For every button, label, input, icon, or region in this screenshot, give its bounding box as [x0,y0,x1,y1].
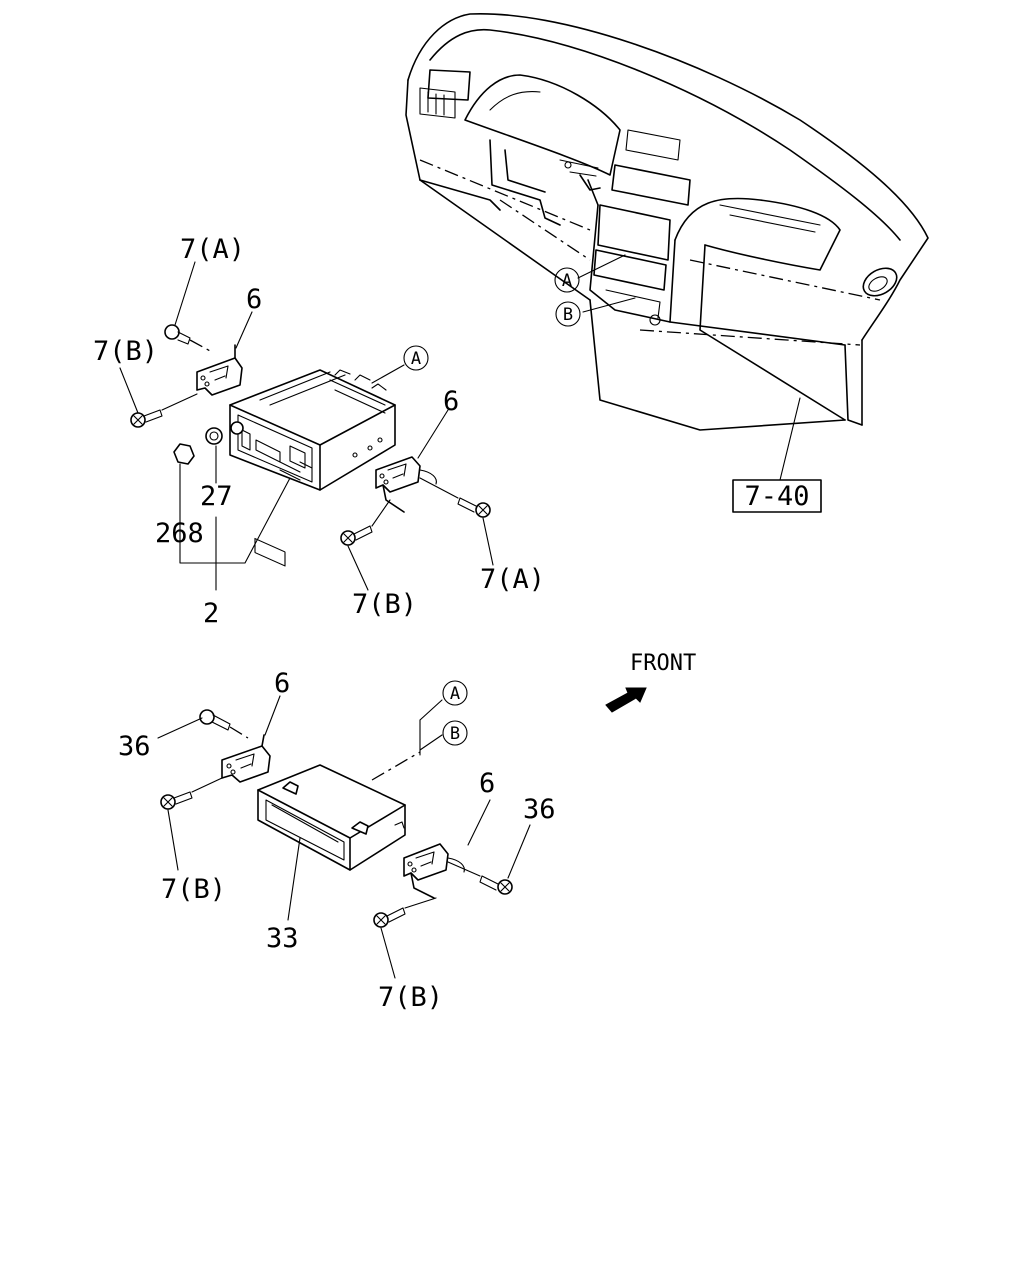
label-2: 2 [203,598,219,629]
label-6-top-right: 6 [443,386,459,417]
callout-A-dashboard: A [562,271,572,291]
screw-7A-top-left [164,324,213,353]
bracket-6-bottom-left [221,734,271,783]
screw-7B-top-bottom [340,499,391,546]
knob-268 [173,443,195,465]
screw-7B-bottom-right [373,897,437,928]
callout-A-top: A [411,349,421,369]
label-7A-top-right: 7(A) [480,564,545,595]
radio-unit [229,369,396,567]
callout-B-bottom: B [450,724,460,744]
label-7B-top-left: 7(B) [93,336,158,367]
front-label: FRONT [630,651,696,676]
bracket-6-top-left [196,344,243,396]
label-268: 268 [155,518,204,549]
label-6-bottom-left: 6 [274,668,290,699]
circle-A-dash [554,267,580,293]
label-6-bottom-right: 6 [479,768,495,799]
leader-B-dash [582,297,636,313]
bracket-6-top-right [375,456,437,513]
screw-36-bottom-right [447,861,513,895]
bracket-6-bottom-right [403,843,465,899]
label-36-bottom-right: 36 [523,794,556,825]
ref-box [732,479,822,513]
callout-B-dashboard: B [563,305,573,325]
callout-A-bottom: A [450,684,460,704]
label-36-bottom-left: 36 [118,731,151,762]
label-7B-top-bottom: 7(B) [352,589,417,620]
label-7B-bottom: 7(B) [378,982,443,1013]
screw-7B-bottom-left [160,777,223,810]
label-7A-top: 7(A) [180,234,245,265]
label-33: 33 [266,923,299,954]
circle-B-dash [555,301,581,327]
pocket-33 [257,764,406,871]
screw-7A-top-right [419,477,491,518]
leader-A-dash [577,254,626,279]
dashboard-illustration [405,13,929,431]
leader-7-40 [779,397,801,481]
screw-7B-top-left [130,393,198,428]
ref-label-7-40: 7-40 [744,481,809,512]
screw-36-bottom-left [199,709,249,739]
label-7B-bottom-left: 7(B) [161,874,226,905]
washer-27 [205,427,223,445]
label-6-top-left: 6 [246,284,262,315]
front-arrow-icon [605,687,647,713]
label-27: 27 [200,481,233,512]
